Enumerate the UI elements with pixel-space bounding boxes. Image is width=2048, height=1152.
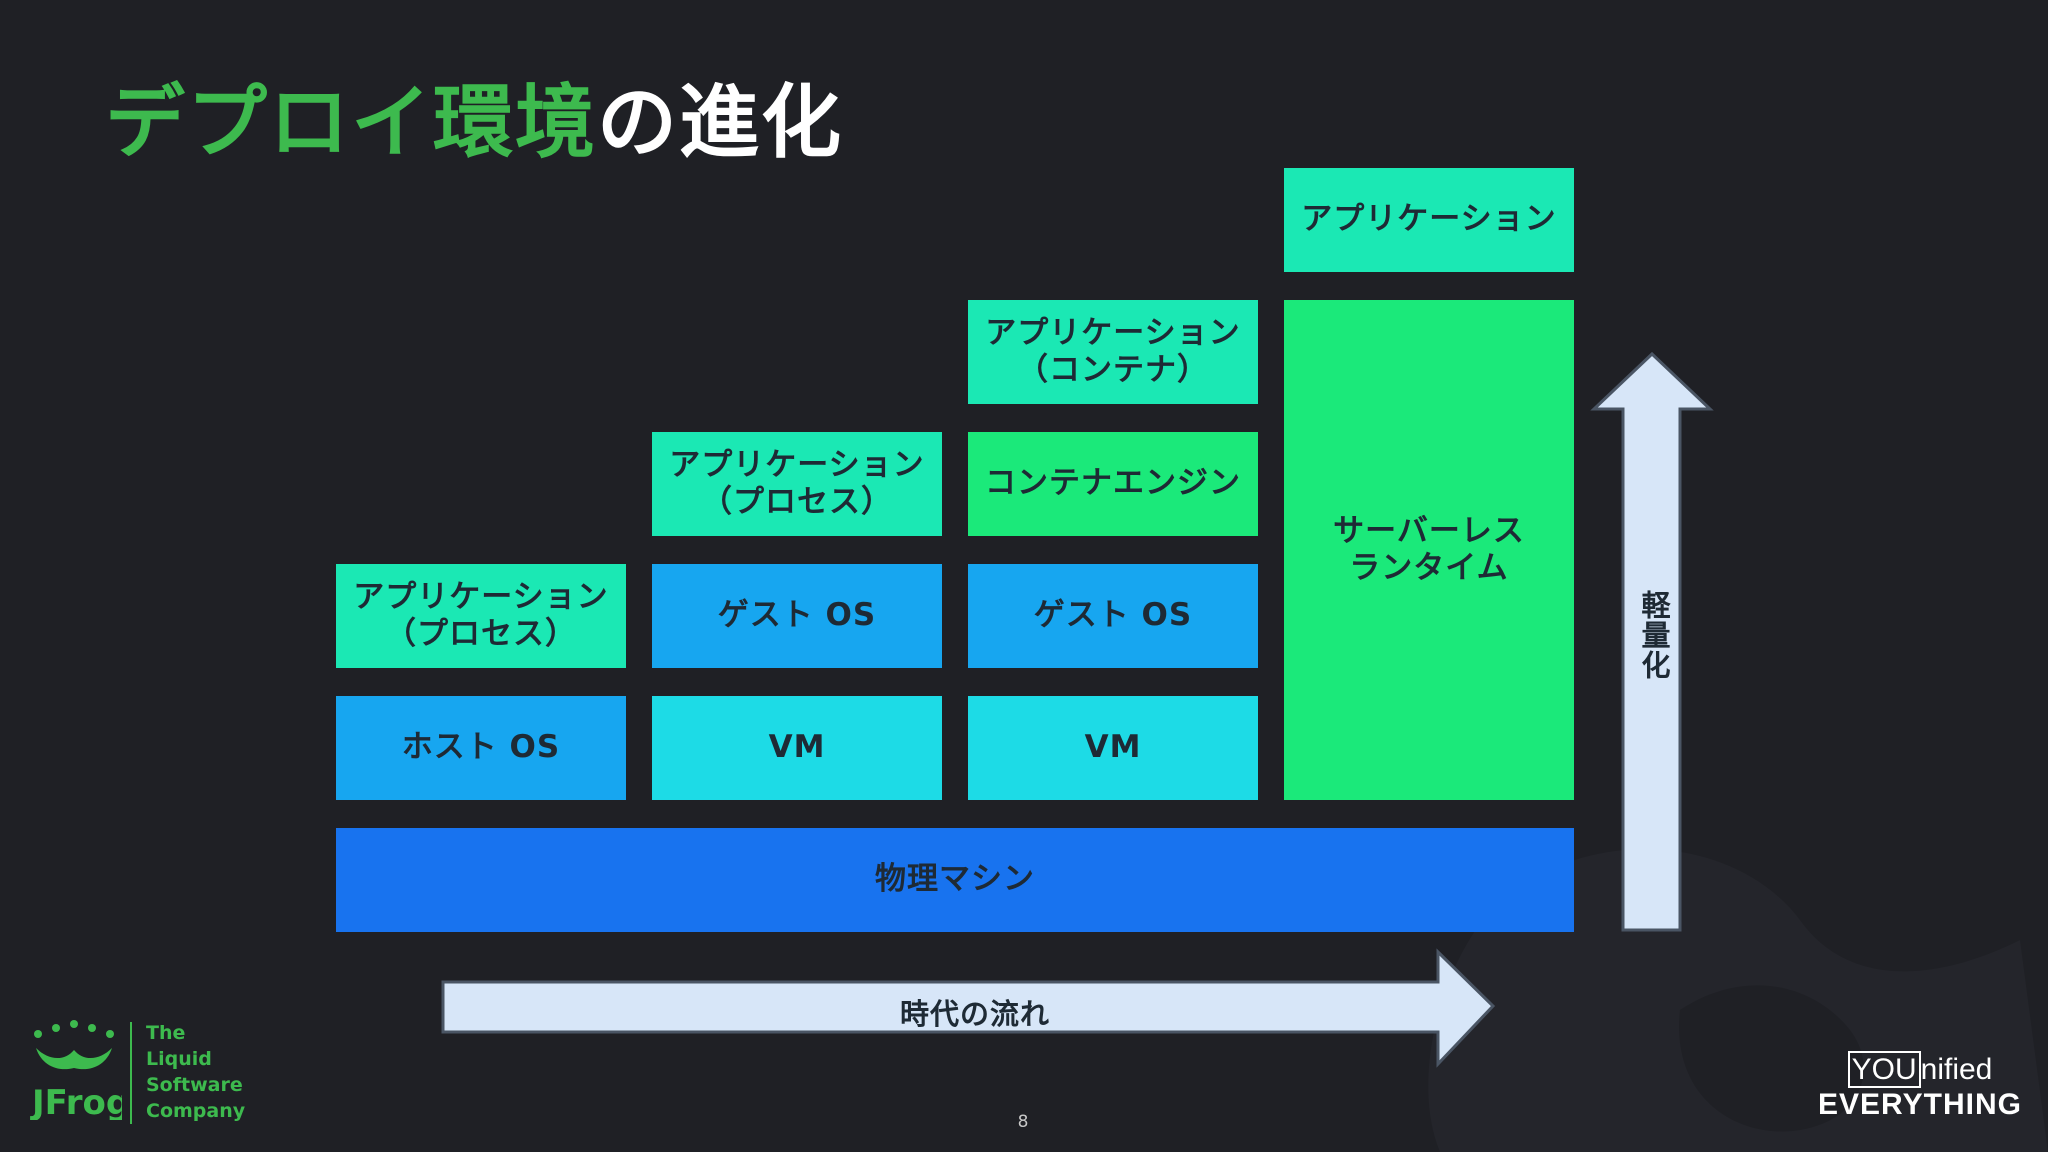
col3-container-engine-box: コンテナエンジン xyxy=(968,432,1258,536)
col3-app-box: アプリケーション （コンテナ） xyxy=(968,300,1258,404)
col3-vm-box: VM xyxy=(968,696,1258,800)
background-frog-watermark xyxy=(1428,849,2048,1152)
col2-vm-box: VM xyxy=(652,696,942,800)
logo-tagline: The Liquid Software Company xyxy=(146,1020,245,1124)
unified-you: YOU xyxy=(1847,1051,1921,1088)
page-number: 8 xyxy=(1017,1112,1029,1132)
jfrog-logo-icon: JFrog xyxy=(30,1020,122,1120)
title-highlight: デプロイ環境 xyxy=(105,76,597,169)
title-rest: の進化 xyxy=(597,76,843,169)
col4-app-box: アプリケーション xyxy=(1284,168,1574,272)
col2-app-box: アプリケーション （プロセス） xyxy=(652,432,942,536)
col4-serverless-runtime-box: サーバーレス ランタイム xyxy=(1284,300,1574,800)
lightweight-arrow xyxy=(1590,351,1714,932)
lightweight-arrow-label: 軽量化 xyxy=(1637,590,1671,680)
logo-divider xyxy=(130,1022,132,1124)
col3-guest-os-box: ゲスト OS xyxy=(968,564,1258,668)
unified-everything: EVERYTHING xyxy=(1818,1088,2022,1121)
physical-machine-box: 物理マシン xyxy=(336,828,1574,932)
logo-line-2: Liquid xyxy=(146,1048,212,1070)
time-arrow xyxy=(441,948,1496,1068)
col1-host-os-box: ホスト OS xyxy=(336,696,626,800)
col2-guest-os-box: ゲスト OS xyxy=(652,564,942,668)
logo-line-3: Software xyxy=(146,1074,243,1096)
col1-app-box: アプリケーション （プロセス） xyxy=(336,564,626,668)
unified-nified: nified xyxy=(1920,1053,1993,1086)
page-title: デプロイ環境の進化 xyxy=(105,58,843,174)
time-arrow-label: 時代の流れ xyxy=(900,997,1051,1031)
logo-line-1: The xyxy=(146,1022,186,1044)
jfrog-logo-wordmark: JFrog xyxy=(30,1083,122,1120)
logo-line-4: Company xyxy=(146,1100,246,1122)
